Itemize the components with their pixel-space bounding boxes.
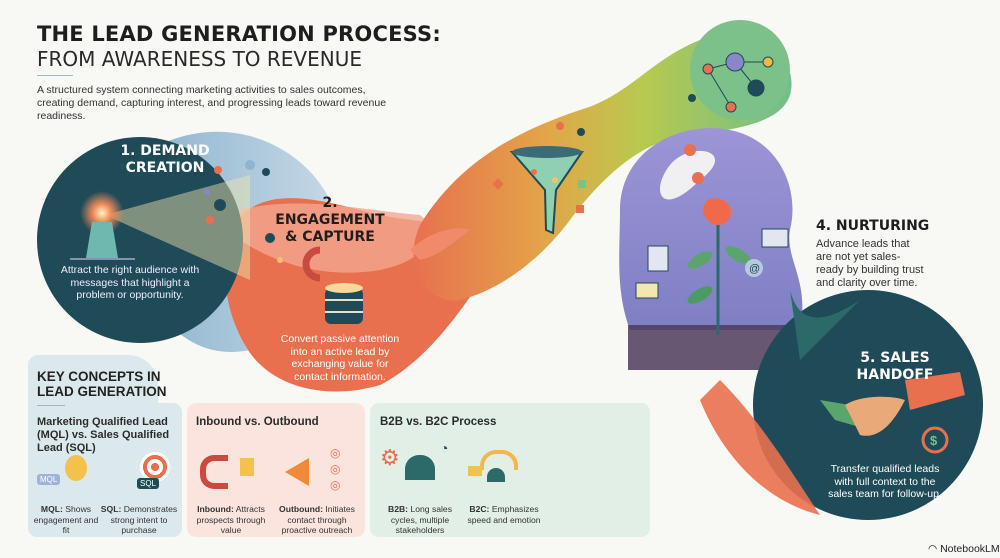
megaphone-icon: [285, 458, 309, 486]
b2b-b2c-title: B2B vs. B2C Process: [380, 416, 497, 428]
inbound-term: Inbound:: [197, 504, 234, 514]
lightbulb-icon: [65, 455, 87, 481]
handshake-icon: [820, 372, 965, 436]
b2c-caption: B2C: Emphasizes speed and emotion: [464, 504, 544, 525]
outbound-desc: Initiates contact through proactive outr…: [281, 504, 355, 535]
sql-desc: Demonstrates strong intent to purchase: [110, 504, 178, 535]
network-icon: [702, 52, 774, 113]
team-icon: [405, 455, 435, 480]
page-description: A structured system connecting marketing…: [37, 84, 387, 122]
step-2-title: 2. ENGAGEMENT & CAPTURE: [275, 195, 385, 245]
sql-term: SQL:: [100, 504, 122, 514]
step-2-text: Convert passive attention into an active…: [280, 333, 400, 383]
customer-icon: [487, 468, 505, 482]
targets-icon: ◎◎◎: [330, 446, 341, 492]
page-title: THE LEAD GENERATION PROCESS:: [37, 22, 441, 46]
at-sign-icon: [745, 259, 763, 277]
step-1-text: Attract the right audience with messages…: [60, 264, 200, 301]
sql-badge: SQL: [137, 478, 160, 489]
demand-creation-circle: [37, 137, 243, 343]
step-5-text: Transfer qualified leads with full conte…: [828, 463, 942, 500]
inbound-outbound-title: Inbound vs. Outbound: [196, 416, 319, 428]
monitor-icon: [761, 228, 789, 248]
beacon-icon: [80, 191, 124, 235]
magnet-icon: [200, 455, 228, 489]
heading-divider: [37, 405, 65, 406]
gauge-icon: [480, 450, 518, 470]
outbound-term: Outbound:: [279, 504, 323, 514]
mql-sql-title: Marketing Qualified Lead (MQL) vs. Sales…: [37, 416, 170, 454]
svg-text:@: @: [749, 263, 760, 275]
clock-icon: ◔: [440, 440, 449, 456]
step-5-title: 5. SALES HANDOFF: [856, 350, 934, 383]
mql-caption: MQL: Shows engagement and fit: [32, 504, 100, 536]
hand-icon: [410, 228, 470, 260]
b2c-term: B2C:: [469, 504, 490, 514]
mql-badge: MQL: [37, 474, 61, 485]
b2b-desc: Long sales cycles, multiple stakeholders: [390, 504, 453, 535]
rainbow-flow: [413, 32, 792, 301]
magnet-icon: [302, 246, 321, 282]
key-concepts-heading: KEY CONCEPTS IN LEAD GENERATION: [37, 369, 167, 399]
database-icon: [325, 283, 363, 324]
step-1-title: 1. DEMAND CREATION: [120, 143, 210, 176]
gear-icon: ⚙: [380, 445, 400, 470]
document-icon: [647, 245, 669, 272]
step-4-title: 4. NURTURING: [816, 218, 930, 234]
page-subtitle-line: FROM AWARENESS TO REVENUE: [37, 47, 362, 71]
revenue-icon: [921, 426, 949, 454]
email-icon: [468, 466, 482, 476]
notebooklm-badge: ◠ NotebookLM: [928, 543, 1000, 555]
step-4-text: Advance leads that are not yet sales-rea…: [816, 238, 924, 289]
title-divider: [37, 75, 73, 76]
inbound-desc: Attracts prospects through value: [196, 504, 266, 535]
envelope-icon: [635, 282, 659, 299]
mql-term: MQL:: [40, 504, 63, 514]
funnel-icon: [492, 146, 586, 235]
svg-text:$: $: [930, 433, 938, 448]
notebooklm-label: NotebookLM: [940, 543, 1000, 555]
mql-desc: Shows engagement and fit: [33, 504, 99, 535]
inbound-outbound-card: [187, 403, 365, 537]
notebooklm-logo-icon: ◠: [928, 543, 941, 555]
inbound-caption: Inbound: Attracts prospects through valu…: [192, 504, 270, 536]
b2b-caption: B2B: Long sales cycles, multiple stakeho…: [374, 504, 466, 536]
target-icon: [140, 452, 170, 482]
plant-icon: [687, 199, 751, 335]
b2b-term: B2B:: [387, 504, 409, 514]
outbound-caption: Outbound: Initiates contact through proa…: [272, 504, 362, 536]
b2c-desc: Emphasizes speed and emotion: [467, 504, 541, 525]
content-icon: [240, 458, 254, 476]
sql-caption: SQL: Demonstrates strong intent to purch…: [100, 504, 178, 536]
